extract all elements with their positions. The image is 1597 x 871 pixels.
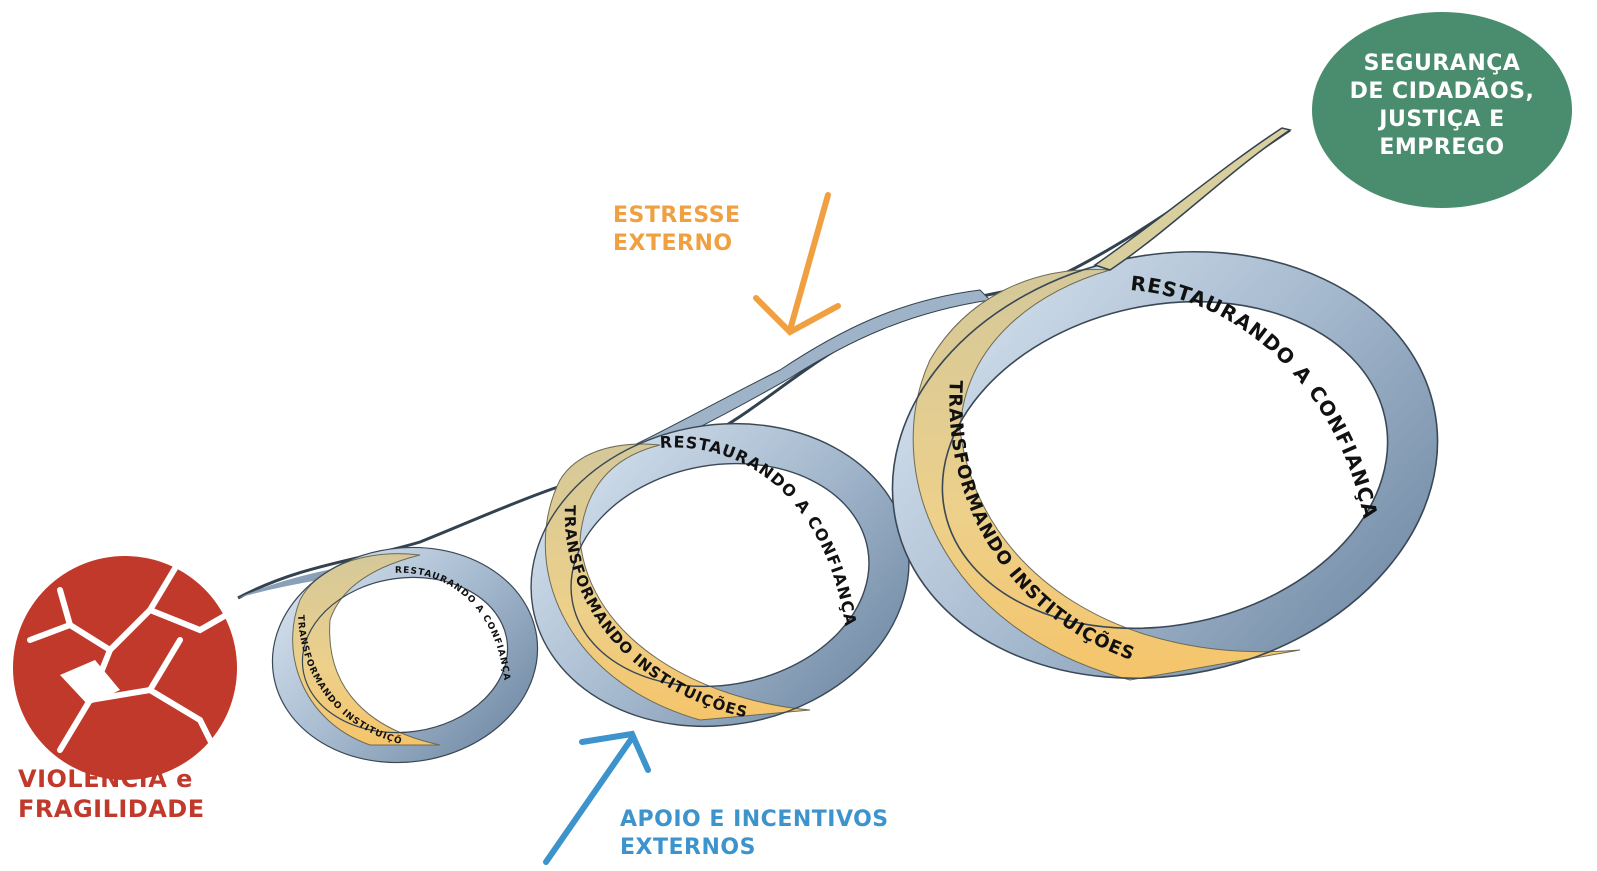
goal-ellipse [1312,12,1572,208]
loop-2-gold-band [544,443,811,721]
goal-label: SEGURANÇA DE CIDADÃOS, JUSTIÇA E EMPREGO [1349,51,1535,160]
support-label: APOIO E INCENTIVOS EXTERNOS [620,807,889,860]
ribbon-back-strip [237,128,1291,600]
loop-3-blue-band [892,251,1438,679]
broken-circle-icon [13,556,238,780]
loop-1-gold-band [292,553,441,746]
loop-2-inner-outline [570,462,870,688]
loop-2: RESTAURANDO A CONFIANÇA TRANSFORMANDO IN… [530,422,910,728]
loop-1-inner-outline [301,576,509,734]
stress-label: ESTRESSE EXTERNO [613,203,741,256]
loop-3-inner-outline [941,300,1389,630]
start-label: VIOLÊNCIA e FRAGILIDADE [18,765,205,823]
ribbon-tail [1093,127,1292,271]
arrow-up-icon [543,730,651,865]
loop-1-outline [271,546,539,764]
arrow-down-icon [753,192,841,336]
loop-3: RESTAURANDO A CONFIANÇA TRANSFORMANDO IN… [891,250,1439,681]
